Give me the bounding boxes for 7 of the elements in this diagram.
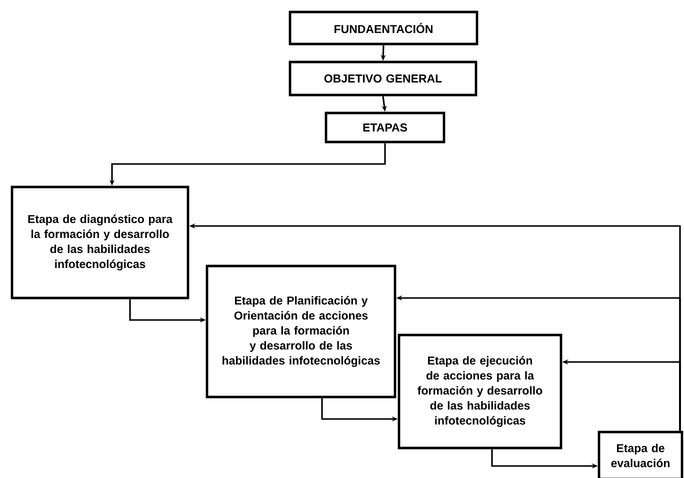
stage-box: Etapa de diagnóstico para la formación y desarrollo de las habilidades infotecnológicas <box>10 186 190 300</box>
stage-box: FUNDAENTACIÓN <box>288 10 478 46</box>
stage-box: Etapa de evaluación <box>598 430 684 478</box>
stage-box: OBJETIVO GENERAL <box>288 60 478 96</box>
stage-box: ETAPAS <box>324 112 446 144</box>
stage-box: Etapa de ejecución de acciones para la formación y desarrollo de las habilidades infotecnológicas <box>398 334 562 450</box>
stage-box: Etapa de Planificación y Orientación de acciones para la formación y desarrollo de las habilidades infotecnológicas <box>206 264 396 398</box>
